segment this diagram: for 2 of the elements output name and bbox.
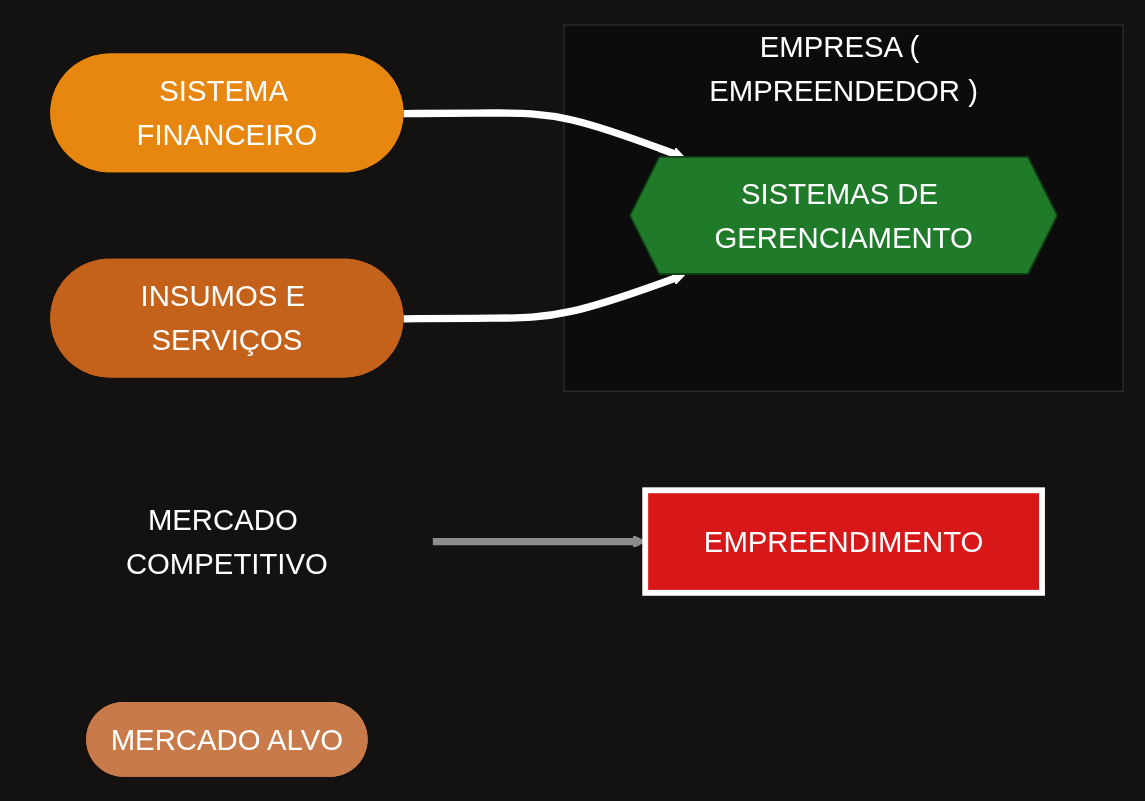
node-text: MERCADO COMPETITIVO xyxy=(125,503,328,580)
node-box: EMPREENDIMENTO xyxy=(642,487,1045,596)
